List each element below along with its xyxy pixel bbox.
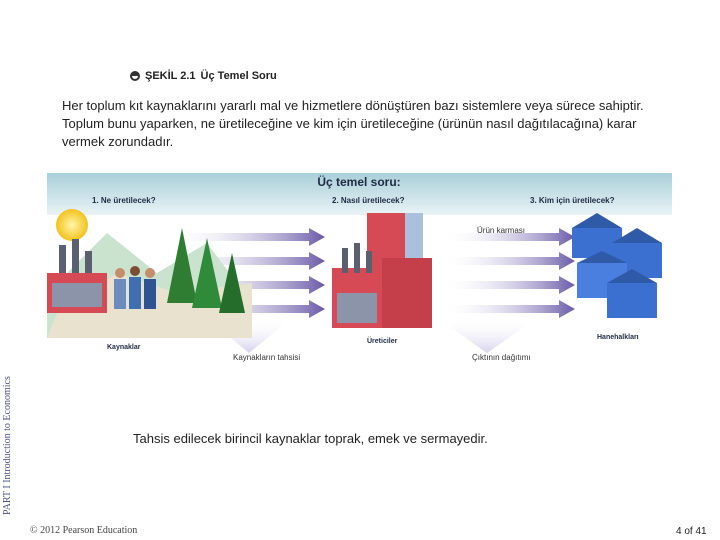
figure-name: Üç Temel Soru (200, 70, 277, 82)
figure-label: ŞEKİL 2.1 (145, 70, 196, 82)
resources-label: Kaynaklar (107, 344, 141, 351)
figure-title: ŞEKİL 2.1 Üç Temel Soru (130, 70, 277, 82)
distribution-funnel-arrow (437, 318, 537, 353)
diagram-caption: Tahsis edilecek birincil kaynaklar topra… (133, 431, 488, 446)
resource-allocation-label: Kaynakların tahsisi (233, 353, 300, 362)
copyright: © 2012 Pearson Education (30, 525, 138, 536)
house-icon (572, 213, 662, 318)
figure-bullet-icon (130, 71, 140, 81)
side-label: PART I Introduction to Economics (2, 376, 13, 515)
three-questions-diagram: Üç temel soru: 1. Ne üretilecek? 2. Nası… (47, 173, 672, 368)
factory-icon (47, 239, 107, 313)
resources-illustration: Kaynaklar (47, 209, 252, 351)
header-band (47, 173, 672, 215)
product-arrows (442, 228, 575, 318)
question-2: 2. Nasıl üretilecek? (332, 196, 405, 205)
page-number: 4 of 41 (676, 526, 707, 537)
question-3: 3. Kim için üretilecek? (530, 196, 615, 205)
sun-icon (56, 209, 88, 241)
intro-text: Her toplum kıt kaynaklarını yararlı mal … (62, 98, 644, 149)
producers-illustration: Üreticiler (332, 213, 432, 345)
diagram-header: Üç temel soru: (317, 174, 400, 189)
households-illustration: Hanehalkları (572, 213, 662, 341)
producers-label: Üreticiler (367, 336, 398, 345)
diagram-svg: Üç temel soru: 1. Ne üretilecek? 2. Nası… (47, 173, 672, 362)
product-mix-label: Ürün karması (477, 226, 525, 235)
tree-icon (167, 228, 245, 313)
households-label: Hanehalkları (597, 334, 639, 341)
question-1: 1. Ne üretilecek? (92, 196, 156, 205)
output-distribution-label: Çıktının dağıtımı (472, 353, 531, 362)
workers-icon (114, 266, 156, 309)
